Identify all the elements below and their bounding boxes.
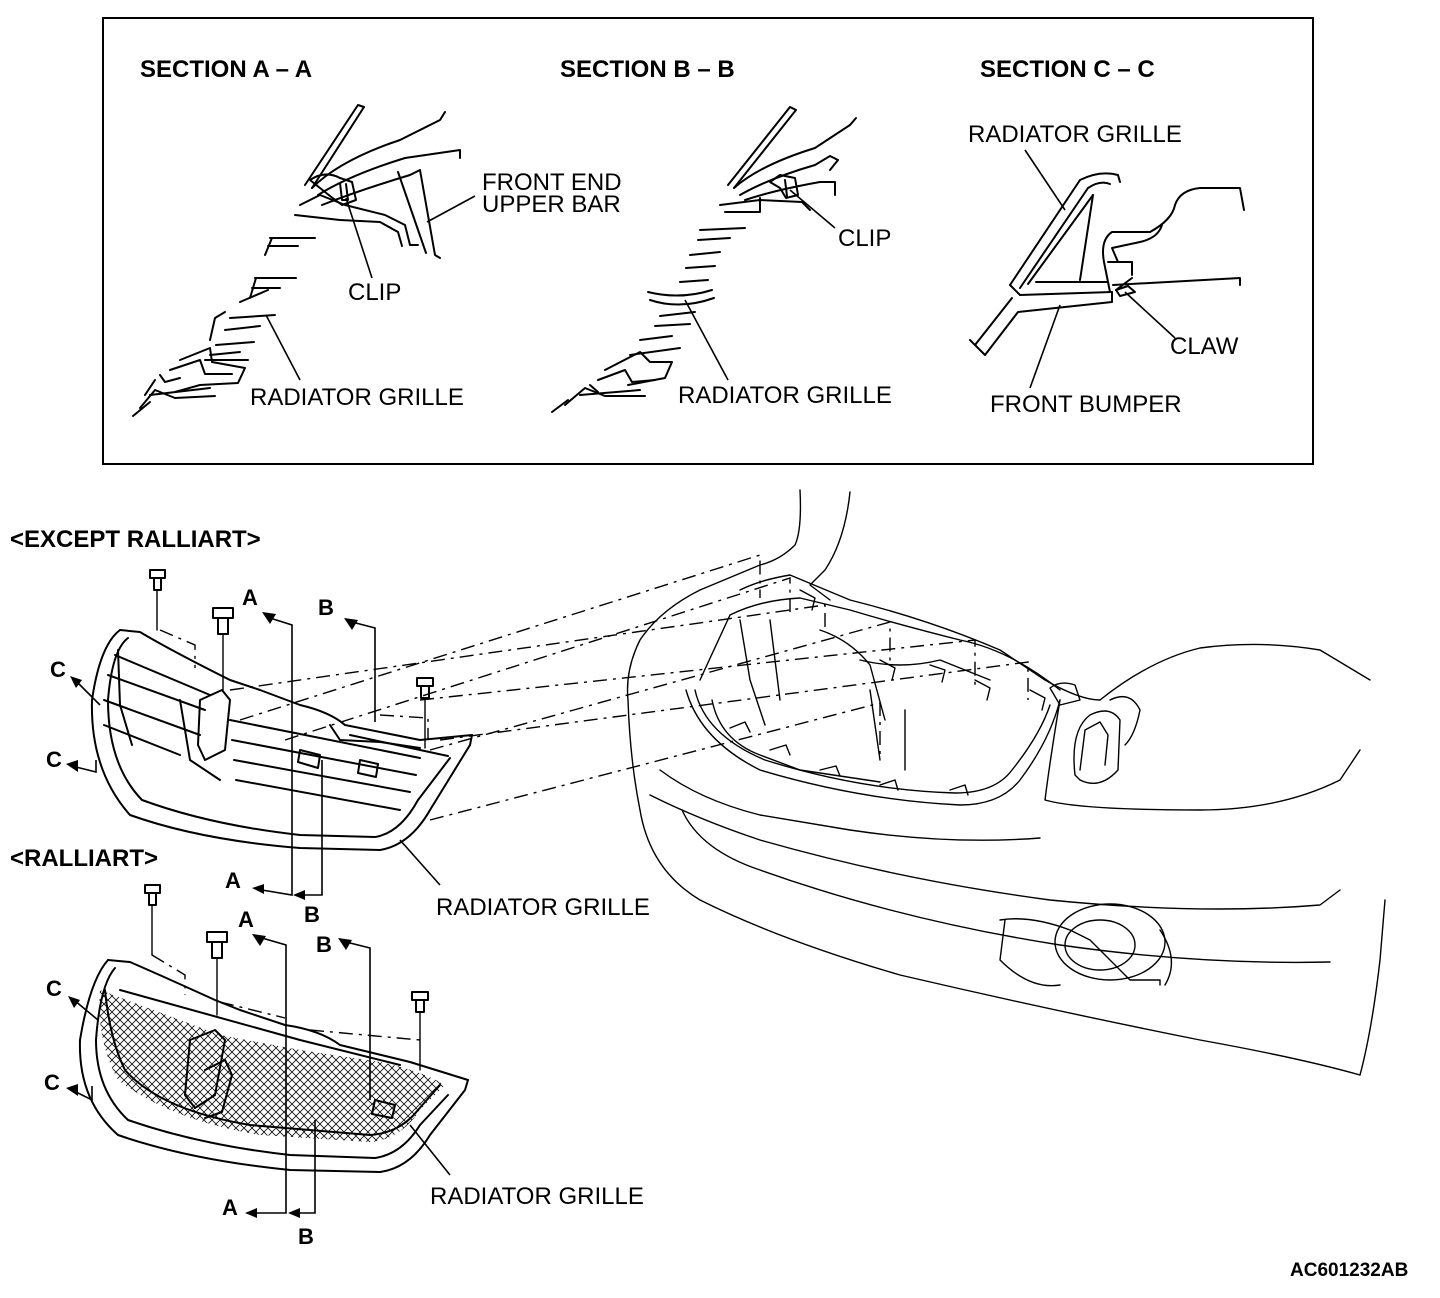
section-c-c: SECTION C – C RADIATOR GRILLE CLAW FRONT…: [968, 56, 1245, 418]
ralliart-section-markers: A A B B C C RADIATOR GRILLE: [44, 907, 644, 1249]
section-a-a: SECTION A – A: [132, 56, 622, 417]
bolt-icon: [206, 931, 228, 1016]
ralliart-title: <RALLIART>: [10, 845, 158, 872]
marker-c-lower: C: [46, 747, 62, 772]
bolt-icon: [212, 607, 234, 691]
section-a-grille-label: RADIATOR GRILLE: [250, 384, 464, 411]
section-c-grille-leader: [1024, 149, 1066, 211]
section-b-grille-leader: [684, 299, 729, 381]
except-ralliart-grille: <EXCEPT RALLIART>: [10, 526, 473, 851]
ralliart-marker-a-top: A: [238, 907, 254, 932]
section-c-claw-label: CLAW: [1170, 333, 1239, 360]
marker-c-upper: C: [50, 657, 66, 682]
section-c-grille-label: RADIATOR GRILLE: [968, 121, 1182, 148]
section-a-upper-bar-leader: [426, 195, 476, 223]
except-ralliart-grille-label: RADIATOR GRILLE: [436, 894, 650, 921]
vehicle-front-end-drawing: [626, 489, 1386, 1076]
figure-code: AC601232AB: [1290, 1260, 1408, 1281]
honeycomb-mesh: [99, 990, 445, 1142]
ralliart-marker-c-upper: C: [46, 976, 62, 1001]
section-c-bumper-leader: [1029, 304, 1061, 389]
section-c-bumper-label: FRONT BUMPER: [990, 391, 1182, 418]
ralliart-marker-b-bottom: B: [298, 1224, 314, 1249]
section-c-claw-leader: [1124, 291, 1176, 339]
bolt-icon: [411, 991, 429, 1071]
bolt-icon: [416, 677, 434, 749]
ralliart-marker-a-bottom: A: [222, 1195, 238, 1220]
except-ralliart-section-markers: A A B B C C RADIATOR GRILLE: [46, 585, 650, 927]
section-b-clip-leader: [789, 189, 836, 229]
marker-b-bottom: B: [304, 902, 320, 927]
section-c-drawing: [969, 172, 1245, 356]
section-a-title: SECTION A – A: [140, 56, 312, 83]
section-b-b: SECTION B – B: [551, 56, 892, 413]
alignment-lines: [159, 554, 1029, 821]
marker-b-top: B: [318, 595, 334, 620]
section-a-drawing: [132, 104, 461, 417]
section-b-grille-label: RADIATOR GRILLE: [678, 382, 892, 409]
except-ralliart-title: <EXCEPT RALLIART>: [10, 526, 261, 553]
bolt-icon: [144, 884, 161, 956]
section-a-clip-leader: [345, 197, 373, 279]
section-a-upper-bar-label-2: UPPER BAR: [482, 191, 621, 218]
section-b-drawing: [551, 106, 857, 413]
section-views-frame: [102, 17, 1314, 465]
ralliart-grille-label: RADIATOR GRILLE: [430, 1183, 644, 1210]
ralliart-marker-b-top: B: [316, 932, 332, 957]
section-a-upper-bar-label-1: FRONT END: [482, 169, 622, 196]
ralliart-marker-c-lower: C: [44, 1070, 60, 1095]
marker-a-bottom: A: [225, 868, 241, 893]
section-b-title: SECTION B – B: [560, 56, 735, 83]
marker-a-top: A: [242, 585, 258, 610]
bolt-icon: [149, 569, 166, 631]
section-a-clip-label: CLIP: [348, 279, 401, 306]
ralliart-grille: <RALLIART>: [10, 845, 469, 1173]
section-c-title: SECTION C – C: [980, 56, 1155, 83]
section-b-clip-label: CLIP: [838, 225, 891, 252]
ralliart-bolts: [144, 884, 429, 1071]
section-a-grille-leader: [265, 314, 301, 381]
except-ralliart-bolts: [149, 569, 434, 749]
